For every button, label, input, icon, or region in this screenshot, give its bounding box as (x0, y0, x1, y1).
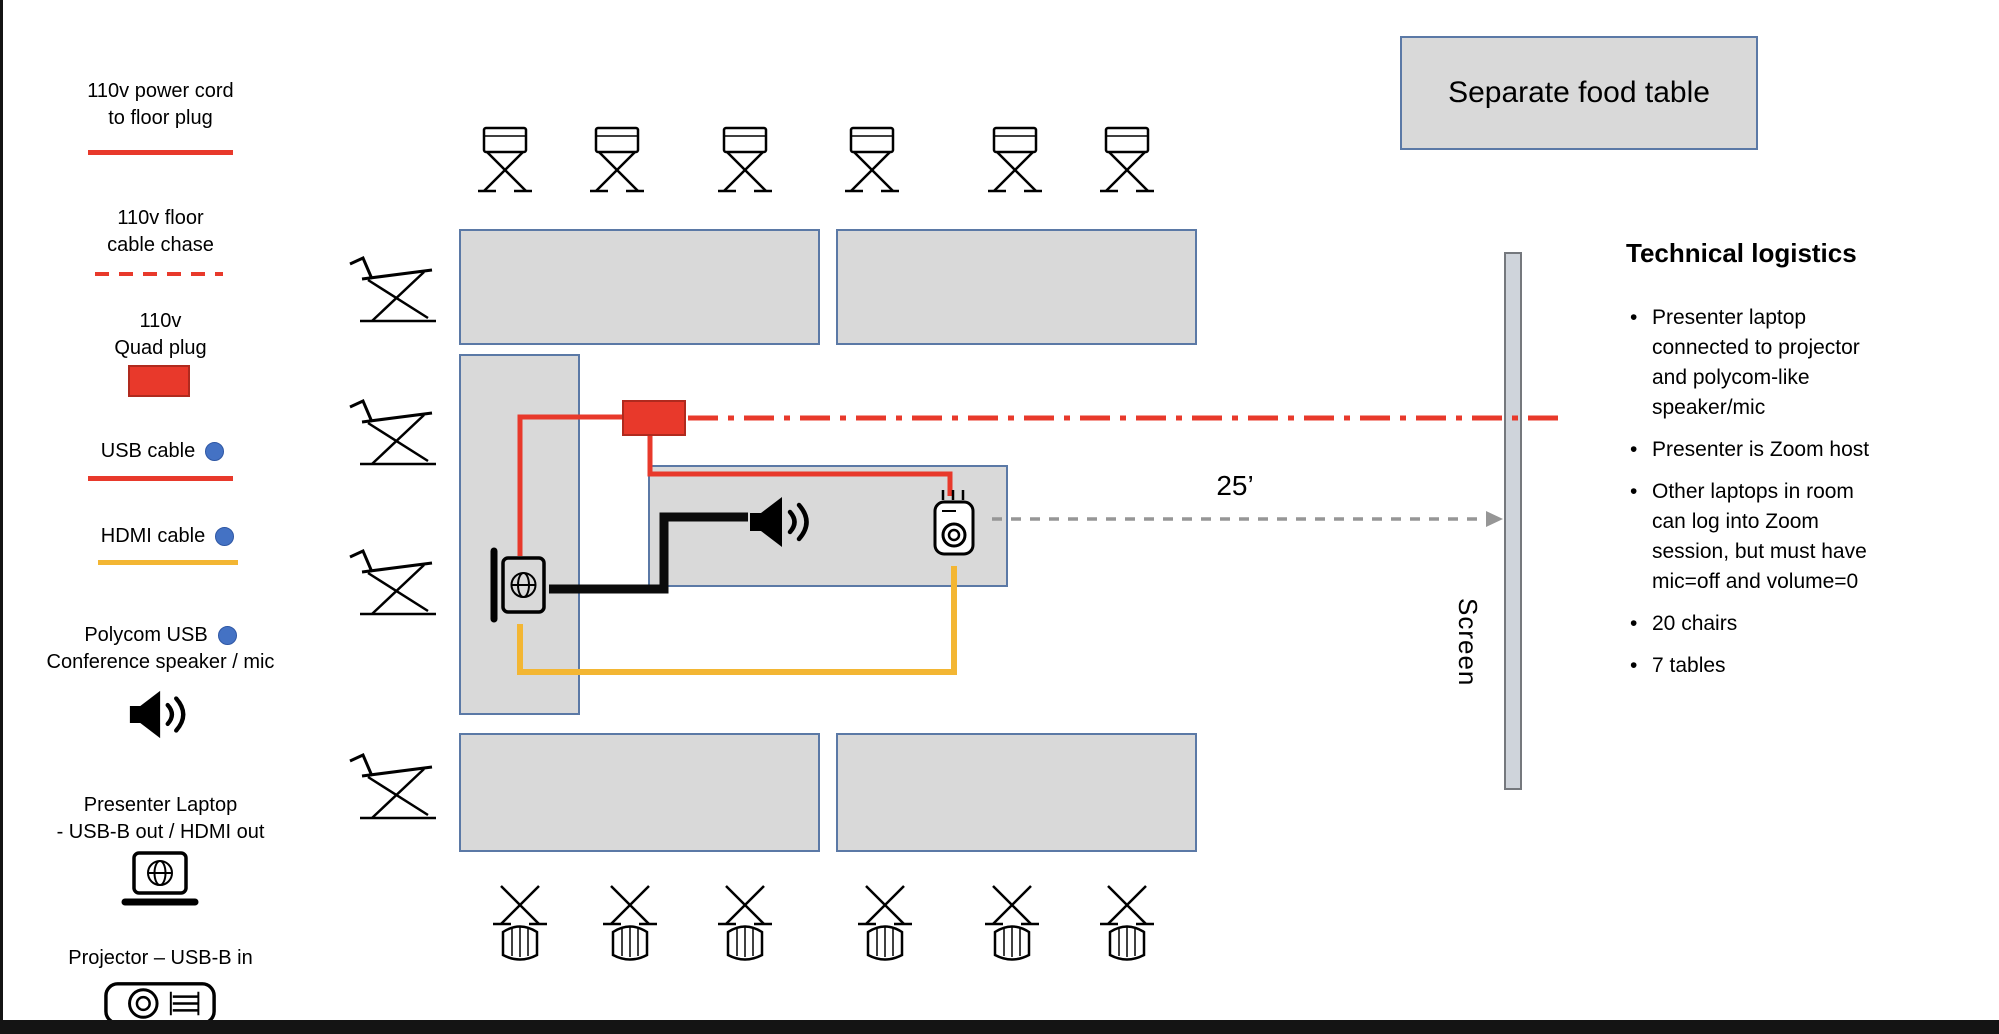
projection-screen (1504, 252, 1522, 790)
table-top-right (836, 229, 1197, 345)
legend-label: Presenter Laptop (83, 794, 238, 816)
hdmi-blue-dot-icon (215, 527, 235, 546)
chair-icon (340, 255, 445, 331)
chair-icon (1095, 882, 1159, 974)
presenter-laptop-icon (486, 542, 548, 628)
legend-cable-chase: 110v floor cable chase (58, 205, 263, 259)
legend-polycom: Polycom USB Conference speaker / mic (18, 622, 303, 676)
legend-projector-label: Projector – USB-B in (68, 947, 253, 969)
logistics-bullet: Presenter is Zoom host (1626, 435, 1878, 465)
chair-icon (840, 125, 904, 215)
table-top-left (459, 229, 820, 345)
legend-label: USB cable (100, 440, 196, 462)
legend-presenter-laptop: Presenter Laptop - USB-B out / HDMI out (18, 792, 303, 846)
chair-icon (713, 882, 777, 974)
legend-label: HDMI cable (100, 525, 206, 547)
chair-icon (713, 125, 777, 215)
chair-icon (488, 882, 552, 974)
table-bottom-left (459, 733, 820, 852)
power-cord-line-swatch (88, 150, 233, 155)
legend-label: Polycom USB (84, 624, 208, 646)
legend-label: 110v (139, 310, 182, 332)
quad-plug-swatch (128, 365, 190, 397)
legend-label: to floor plug (108, 107, 213, 129)
chair-icon (983, 125, 1047, 215)
screen-label: Screen (1453, 598, 1483, 687)
legend-label: Conference speaker / mic (46, 651, 275, 673)
chair-icon (340, 398, 445, 474)
logistics-bullet: 7 tables (1626, 651, 1878, 681)
distance-arrow-head (1486, 511, 1503, 527)
legend-usb-cable: USB cable (50, 438, 275, 465)
chair-icon (340, 752, 445, 828)
legend-label: cable chase (107, 234, 214, 256)
food-table-label: Separate food table (1448, 76, 1710, 109)
speaker-icon (128, 688, 196, 741)
usb-cable-line-swatch (88, 476, 233, 481)
quad-plug (622, 400, 686, 436)
window-left-edge (0, 0, 3, 1034)
polycom-blue-dot-icon (217, 626, 237, 645)
technical-logistics: Technical logistics Presenter laptop con… (1626, 238, 1946, 693)
logistics-bullet: Other laptops in room can log into Zoom … (1626, 477, 1878, 597)
legend-quad-plug: 110v Quad plug (58, 308, 263, 362)
legend-label: Quad plug (114, 337, 207, 359)
food-table: Separate food table (1400, 36, 1758, 150)
window-bottom-bar (0, 1020, 1999, 1034)
logistics-title: Technical logistics (1626, 238, 1857, 268)
legend-hdmi-cable: HDMI cable (50, 523, 285, 550)
legend-power-cord: 110v power cord to floor plug (58, 78, 263, 132)
chair-icon (598, 882, 662, 974)
legend-label: 110v floor (117, 207, 204, 229)
usb-blue-dot-icon (205, 442, 225, 461)
logistics-bullet: Presenter laptop connected to projector … (1626, 303, 1878, 423)
cable-chase-line-swatch (95, 272, 223, 276)
chair-icon (853, 882, 917, 974)
laptop-icon (118, 850, 202, 910)
legend-label-row: Polycom USB (18, 622, 303, 649)
conference-speaker-icon (748, 494, 820, 550)
chair-icon (1095, 125, 1159, 215)
table-presenter (459, 354, 580, 715)
logistics-bullet: 20 chairs (1626, 609, 1878, 639)
legend-label: 110v power cord (87, 80, 234, 102)
chair-icon (585, 125, 649, 215)
hdmi-cable-line-swatch (98, 560, 238, 565)
logistics-list: Presenter laptop connected to projector … (1626, 303, 1878, 681)
table-bottom-right (836, 733, 1197, 852)
chair-icon (473, 125, 537, 215)
chair-icon (980, 882, 1044, 974)
chair-icon (340, 548, 445, 624)
distance-label: 25’ (1216, 470, 1254, 501)
distance-arrow (992, 511, 1503, 527)
plan-projector-icon (926, 488, 982, 568)
legend-label: - USB-B out / HDMI out (56, 821, 265, 843)
